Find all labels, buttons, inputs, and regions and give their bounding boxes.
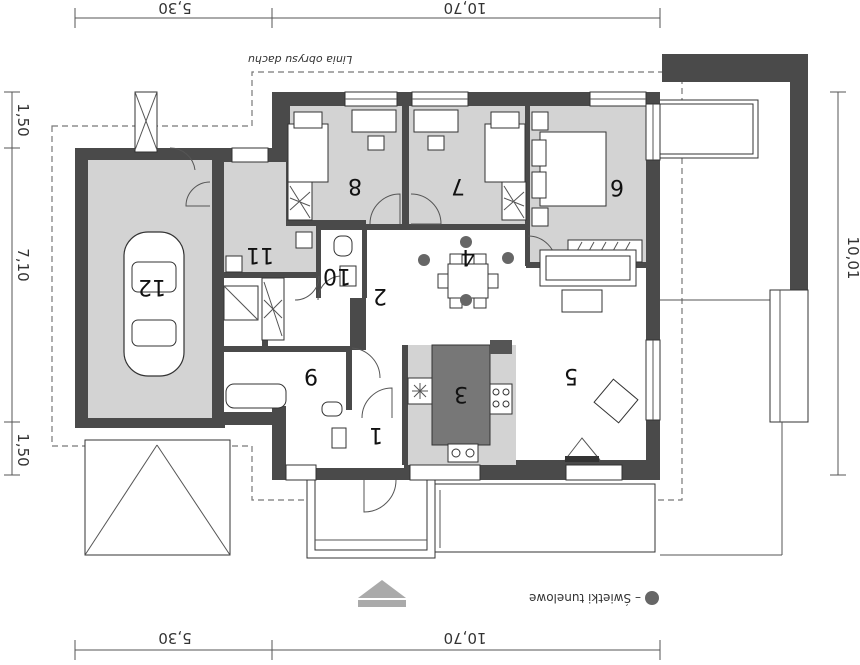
bottom-dimension-line [74, 640, 661, 660]
roof-outline [51, 71, 683, 501]
kitchen-island-icon [407, 340, 513, 463]
room-label-3: 3 [454, 381, 468, 406]
dim-left-middle: 7,10 [14, 248, 32, 281]
bed-icon-2 [413, 109, 527, 221]
room-label-11: 11 [246, 242, 274, 267]
right-dimension-line [830, 91, 846, 476]
room-label-7: 7 [451, 173, 465, 198]
roof-outline-label: Linia obrysu dachu [248, 53, 352, 66]
terrace-right [649, 54, 809, 556]
entrance-arrow-icon [358, 580, 406, 607]
room-label-12: 12 [138, 274, 166, 299]
room-label-10: 10 [323, 263, 351, 288]
room-label-6: 6 [610, 174, 624, 199]
dim-bottom-left: 5,30 [158, 629, 191, 647]
dim-left-bottom: 1,50 [14, 433, 32, 466]
car-icon [123, 231, 185, 377]
room-label-9: 9 [304, 363, 318, 388]
skylight-markers [418, 236, 514, 306]
dim-left-top: 1,50 [14, 103, 32, 136]
room-label-1: 1 [369, 422, 383, 447]
top-dimension-line [74, 8, 661, 28]
room-label-8: 8 [348, 173, 362, 198]
room-label-2: 2 [373, 283, 387, 308]
left-dimension-line [4, 91, 20, 476]
boiler-room-fixtures [223, 231, 313, 341]
dim-bottom-right: 10,70 [444, 629, 487, 647]
bed-icon [287, 109, 397, 221]
toilet-icon [333, 235, 357, 287]
room-label-4: 4 [461, 244, 475, 269]
legend-label: – Świetki tunelowe [529, 591, 641, 606]
dining-table-icon [437, 253, 499, 309]
sofa-icon [539, 249, 639, 462]
skylight-icon [460, 236, 472, 248]
bathtub-icon [225, 383, 347, 449]
room-label-5: 5 [564, 363, 578, 388]
dim-top-right: 10,70 [444, 0, 487, 17]
skylight-icon [460, 294, 472, 306]
dim-top-left: 5,30 [158, 0, 191, 17]
carport [84, 439, 231, 556]
dim-right-total: 10,01 [844, 237, 860, 280]
legend: – Świetki tunelowe [529, 591, 659, 606]
windows [134, 91, 661, 481]
skylight-legend-icon [645, 591, 659, 605]
skylight-icon [418, 254, 430, 266]
porch [306, 469, 656, 559]
skylight-icon [502, 252, 514, 264]
